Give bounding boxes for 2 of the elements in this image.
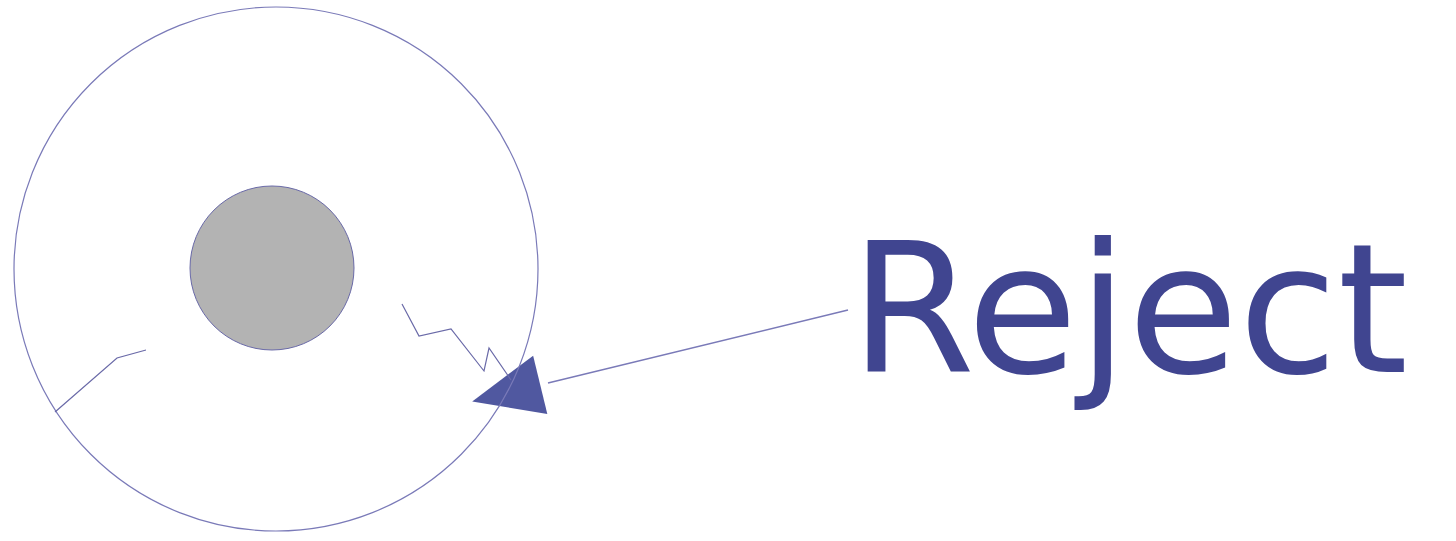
arrow — [472, 309, 849, 415]
reject-label: Reject — [850, 204, 1409, 416]
